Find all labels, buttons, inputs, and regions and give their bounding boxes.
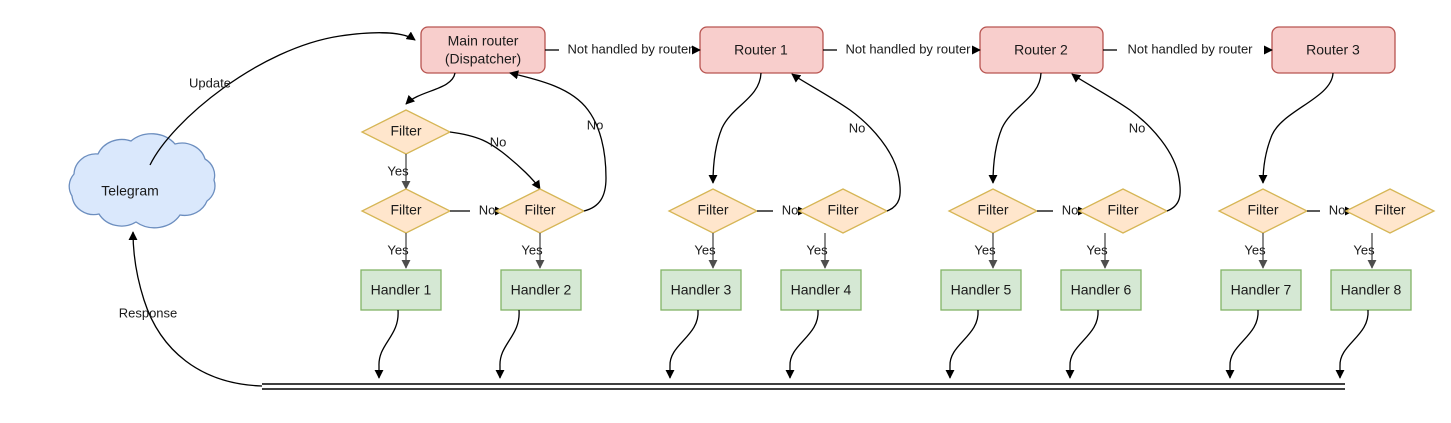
edge-handler-8-to-bus bbox=[1335, 309, 1369, 379]
filter-node-filter-b2[interactable]: Filter bbox=[797, 188, 889, 234]
filter-node-filter-d2[interactable]: Filter bbox=[1344, 188, 1436, 234]
handler-2-box bbox=[500, 269, 582, 311]
filter-a3-shape bbox=[494, 188, 586, 234]
edge-label-no-d-chain: No bbox=[1329, 202, 1346, 217]
edge-handler-3-to-bus bbox=[665, 309, 699, 379]
handler-node-handler-4[interactable]: Handler 4 bbox=[780, 269, 862, 311]
edge-label-no-c-back: No bbox=[1129, 120, 1146, 135]
edge-filter-b2-no-back bbox=[791, 73, 901, 212]
filter-b1-shape bbox=[667, 188, 759, 234]
handler-8-box bbox=[1330, 269, 1412, 311]
edge-router-2-to-filter-c1 bbox=[988, 72, 1042, 184]
handler-node-handler-6[interactable]: Handler 6 bbox=[1060, 269, 1142, 311]
filter-node-filter-b1[interactable]: Filter bbox=[667, 188, 759, 234]
filter-a1-shape bbox=[360, 109, 452, 155]
edge-label-not-handled-3: Not handled by router bbox=[1127, 41, 1253, 56]
router-node-router-1[interactable]: Router 1 bbox=[699, 26, 824, 74]
response-bus bbox=[262, 383, 1345, 390]
router-1-box bbox=[699, 26, 824, 74]
filter-node-filter-a3[interactable]: Filter bbox=[494, 188, 586, 234]
edge-router-1-to-filter-b1 bbox=[708, 72, 762, 184]
filter-node-filter-c1[interactable]: Filter bbox=[947, 188, 1039, 234]
filter-d1-shape bbox=[1217, 188, 1309, 234]
filter-b2-shape bbox=[797, 188, 889, 234]
edge-label-no-b-chain: No bbox=[782, 202, 799, 217]
edge-label-no-c-chain: No bbox=[1062, 202, 1079, 217]
handler-node-handler-7[interactable]: Handler 7 bbox=[1220, 269, 1302, 311]
filter-node-filter-c2[interactable]: Filter bbox=[1077, 188, 1169, 234]
handler-6-box bbox=[1060, 269, 1142, 311]
edge-main-router-to-filter-a1 bbox=[405, 72, 456, 105]
main-router-box bbox=[420, 26, 546, 74]
router-node-router-3[interactable]: Router 3 bbox=[1271, 26, 1396, 74]
edge-label-no-a-chain: No bbox=[479, 202, 496, 217]
router-node-main-router[interactable]: Main router (Dispatcher) bbox=[420, 26, 546, 74]
edge-router-3-to-filter-d1 bbox=[1258, 72, 1334, 184]
filter-c2-shape bbox=[1077, 188, 1169, 234]
edge-filter-c2-no-back bbox=[1071, 73, 1181, 212]
handler-node-handler-1[interactable]: Handler 1 bbox=[360, 269, 442, 311]
cloud-shape bbox=[68, 133, 216, 229]
edge-label-no-a-split: No bbox=[490, 134, 507, 149]
edge-label-no-a-back: No bbox=[587, 117, 604, 132]
handler-node-handler-8[interactable]: Handler 8 bbox=[1330, 269, 1412, 311]
edge-handler-6-to-bus bbox=[1065, 309, 1099, 379]
edge-label-not-handled-2: Not handled by router bbox=[845, 41, 971, 56]
handler-1-box bbox=[360, 269, 442, 311]
filter-a2-shape bbox=[360, 188, 452, 234]
edge-filter-a3-no-back bbox=[509, 70, 607, 212]
edge-handler-4-to-bus bbox=[785, 309, 819, 379]
edge-update bbox=[149, 31, 416, 166]
router-2-box bbox=[979, 26, 1104, 74]
handler-7-box bbox=[1220, 269, 1302, 311]
handler-node-handler-5[interactable]: Handler 5 bbox=[940, 269, 1022, 311]
handler-node-handler-3[interactable]: Handler 3 bbox=[660, 269, 742, 311]
edge-response bbox=[128, 231, 263, 387]
edge-label-update: Update bbox=[189, 75, 231, 90]
edge-label-no-b-back: No bbox=[849, 120, 866, 135]
handler-node-handler-2[interactable]: Handler 2 bbox=[500, 269, 582, 311]
router-3-box bbox=[1271, 26, 1396, 74]
edge-handler-2-to-bus bbox=[495, 309, 520, 379]
telegram-cloud[interactable]: Telegram bbox=[68, 133, 216, 229]
filter-node-filter-d1[interactable]: Filter bbox=[1217, 188, 1309, 234]
edge-handler-7-to-bus bbox=[1225, 309, 1259, 379]
edge-handler-1-to-bus bbox=[374, 309, 399, 379]
edge-handler-5-to-bus bbox=[945, 309, 979, 379]
router-node-router-2[interactable]: Router 2 bbox=[979, 26, 1104, 74]
handler-4-box bbox=[780, 269, 862, 311]
handler-3-box bbox=[660, 269, 742, 311]
edge-label-not-handled-1: Not handled by router bbox=[567, 41, 693, 56]
filter-node-filter-a1[interactable]: Filter bbox=[360, 109, 452, 155]
filter-node-filter-a2[interactable]: Filter bbox=[360, 188, 452, 234]
edge-filter-a1-no bbox=[449, 131, 541, 190]
edge-label-response: Response bbox=[119, 305, 178, 320]
filter-c1-shape bbox=[947, 188, 1039, 234]
filter-d2-shape bbox=[1344, 188, 1436, 234]
handler-5-box bbox=[940, 269, 1022, 311]
